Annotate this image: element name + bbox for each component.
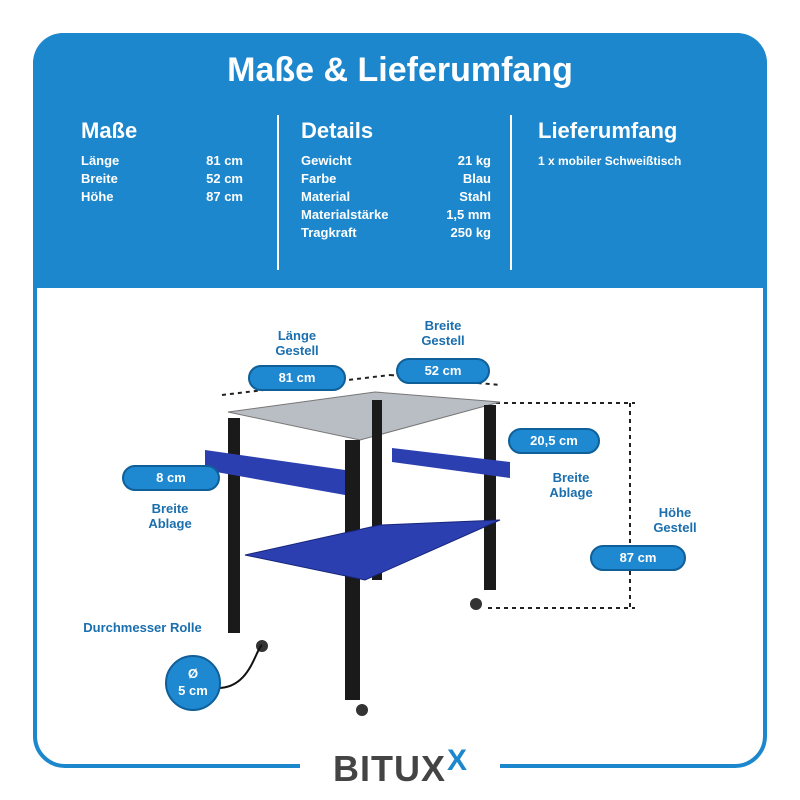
spec-value: 87 cm (206, 189, 243, 204)
spec-value: 250 kg (450, 225, 491, 240)
lieferumfang-text: 1 x mobiler Schweißtisch (538, 154, 682, 168)
ablage-left-label: Breite Ablage (148, 501, 192, 531)
spec-key: Länge (81, 153, 120, 168)
lieferumfang-heading: Lieferumfang (538, 118, 678, 143)
details-heading: Details (301, 118, 374, 143)
bitux-logo: BITUXX (300, 746, 500, 792)
hoehe-pill: 87 cm (590, 545, 686, 571)
spec-value: Blau (462, 171, 491, 186)
lieferumfang-section: Lieferumfang 1 x mobiler Schweißtisch (538, 118, 758, 170)
spec-value: 81 cm (206, 153, 243, 168)
spec-row: Höhe 87 cm (81, 188, 243, 206)
spec-key: Gewicht (301, 153, 352, 168)
spec-key: Materialstärke (301, 207, 389, 222)
lower-shelf (244, 519, 501, 581)
spec-key: Material (301, 189, 351, 204)
page-title: Maße & Lieferumfang (227, 51, 573, 89)
spec-row: Tragkraft 250 kg (301, 224, 491, 242)
divider (277, 115, 279, 270)
laenge-label: Länge Gestell (275, 328, 319, 358)
rolle-label: Durchmesser Rolle (83, 620, 202, 635)
spec-key: Höhe (81, 189, 114, 204)
ablage-right-label: Breite Ablage (549, 470, 593, 500)
table-top (227, 391, 501, 441)
wheels (256, 598, 482, 716)
spec-row: Breite 52 cm (81, 170, 243, 188)
hoehe-label: Höhe Gestell (653, 505, 697, 535)
details-section: Details Gewicht 21 kg Farbe Blau Material S… (301, 118, 491, 242)
spec-row: Material Stahl (301, 188, 491, 206)
right-ablage (392, 448, 510, 478)
spec-row: Materialstärke 1,5 mm (301, 206, 491, 224)
breite-pill: 52 cm (396, 358, 490, 384)
spec-value: 52 cm (206, 171, 243, 186)
spec-key: Breite (81, 171, 118, 186)
spec-value: Stahl (459, 189, 491, 204)
spec-value: 21 kg (457, 153, 491, 168)
masse-heading: Maße (81, 118, 138, 143)
laenge-pill: 81 cm (248, 365, 346, 391)
divider (510, 115, 512, 270)
logo-text: BITUX (332, 748, 446, 789)
ablage-left-pill: 8 cm (122, 465, 220, 491)
spec-key: Tragkraft (301, 225, 357, 240)
diameter-symbol: Ø (187, 666, 199, 681)
masse-section: Maße Länge 81 cm Breite 52 cm Höhe 87 cm (81, 118, 243, 206)
spec-row: Länge 81 cm (81, 152, 243, 170)
spec-key: Farbe (301, 171, 337, 186)
ablage-right-pill: 20,5 cm (508, 428, 600, 454)
spec-row: Gewicht 21 kg (301, 152, 491, 170)
header-panel: Maße & Lieferumfang Maße Länge 81 cm Brei… (33, 33, 767, 288)
spec-value: 1,5 mm (446, 207, 491, 222)
left-ablage (205, 450, 345, 495)
rolle-value: 5 cm (178, 683, 208, 698)
spec-row: Farbe Blau (301, 170, 491, 188)
rolle-pointer (214, 644, 263, 690)
breite-label: Breite Gestell (421, 318, 465, 348)
logo-accent: X (446, 744, 467, 777)
rolle-badge: Ø 5 cm (165, 655, 221, 711)
